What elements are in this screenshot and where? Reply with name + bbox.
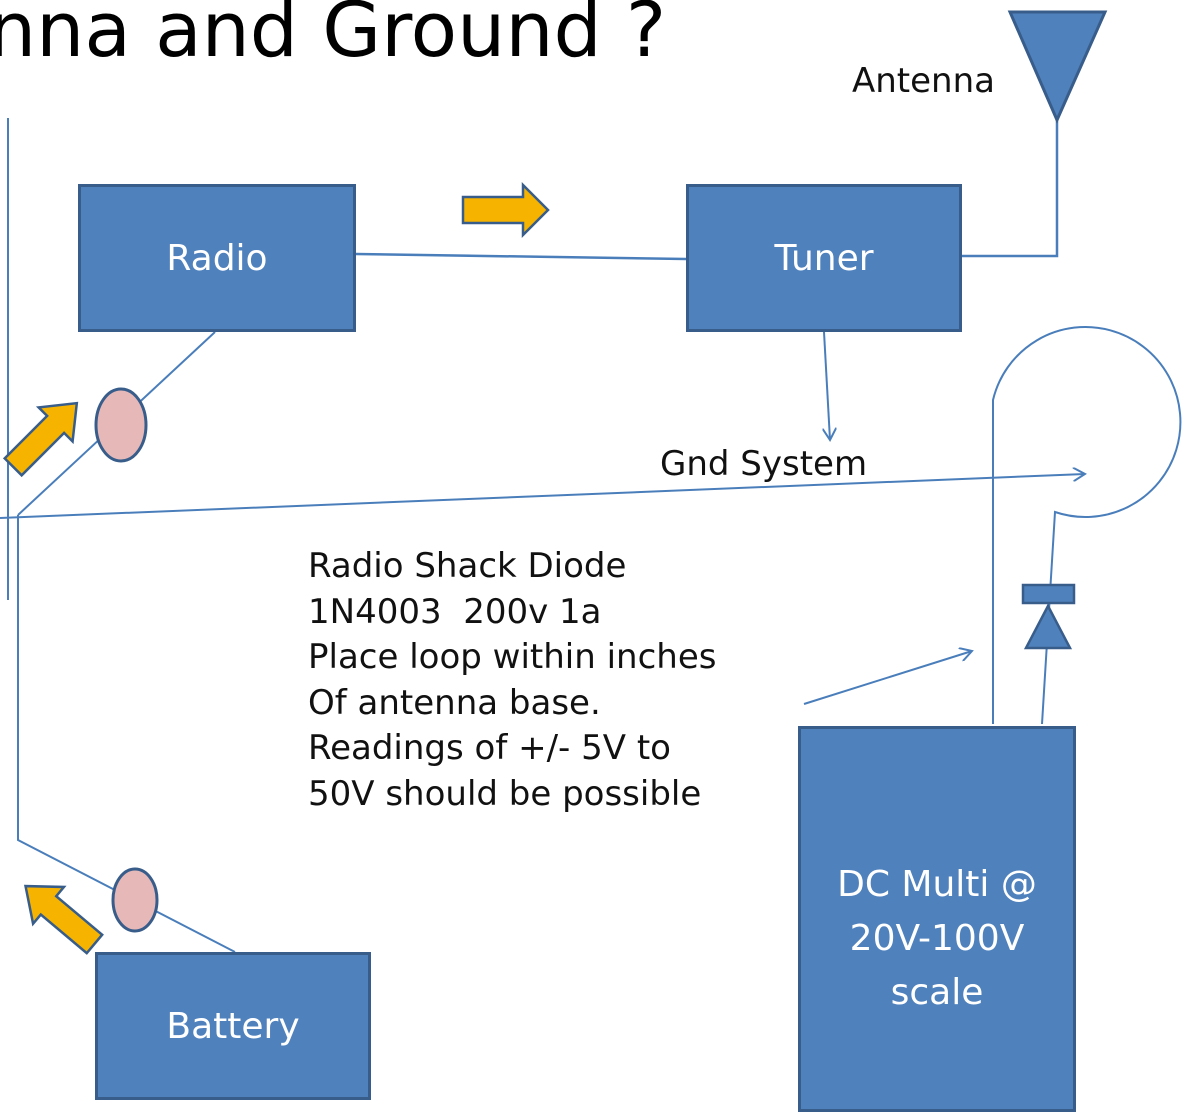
- note-pointer-line: [803, 651, 972, 705]
- multimeter-label-line-1: DC Multi @: [837, 864, 1037, 905]
- note-line: 50V should be possible: [308, 773, 702, 814]
- pickup-loop: [992, 326, 1182, 725]
- note-line: Readings of +/- 5V to: [308, 728, 671, 768]
- loop-pointer-line: [0, 474, 1085, 519]
- probe-icon: [111, 867, 159, 933]
- ground-arrow-line: [824, 331, 830, 440]
- note-line: 1N4003 200v 1a: [308, 591, 602, 632]
- multimeter-box: DC Multi @ 20V-100V scale: [798, 726, 1076, 1112]
- note-line: Place loop within inches: [308, 637, 717, 677]
- multimeter-label-line-3: scale: [890, 972, 984, 1013]
- probe-icon: [94, 387, 148, 463]
- current-arrow-icon: [23, 884, 104, 955]
- note-line: Of antenna base.: [308, 682, 601, 723]
- page-title: nna and Ground ?: [0, 0, 667, 74]
- current-arrow-icon: [2, 401, 79, 478]
- battery-label: Battery: [166, 1005, 300, 1047]
- coax-line: [355, 252, 687, 261]
- gnd-system-label: Gnd System: [660, 444, 868, 484]
- diode-icon: [1021, 583, 1076, 650]
- antenna-label: Antenna: [852, 61, 995, 101]
- multimeter-label-line-2: 20V-100V: [849, 918, 1025, 959]
- battery-wire: [17, 515, 236, 953]
- note-line: Radio Shack Diode: [308, 546, 627, 586]
- radio-box: Radio: [78, 184, 356, 332]
- battery-box: Battery: [95, 952, 371, 1100]
- antenna-feed-line: [962, 120, 1059, 258]
- diode-note: Radio Shack Diode 1N4003 200v 1a Place l…: [308, 544, 716, 817]
- tuner-box: Tuner: [686, 184, 962, 332]
- tuner-label: Tuner: [774, 237, 874, 279]
- antenna-icon: [1007, 10, 1108, 124]
- radio-label: Radio: [166, 237, 268, 279]
- current-arrow-icon: [461, 181, 550, 239]
